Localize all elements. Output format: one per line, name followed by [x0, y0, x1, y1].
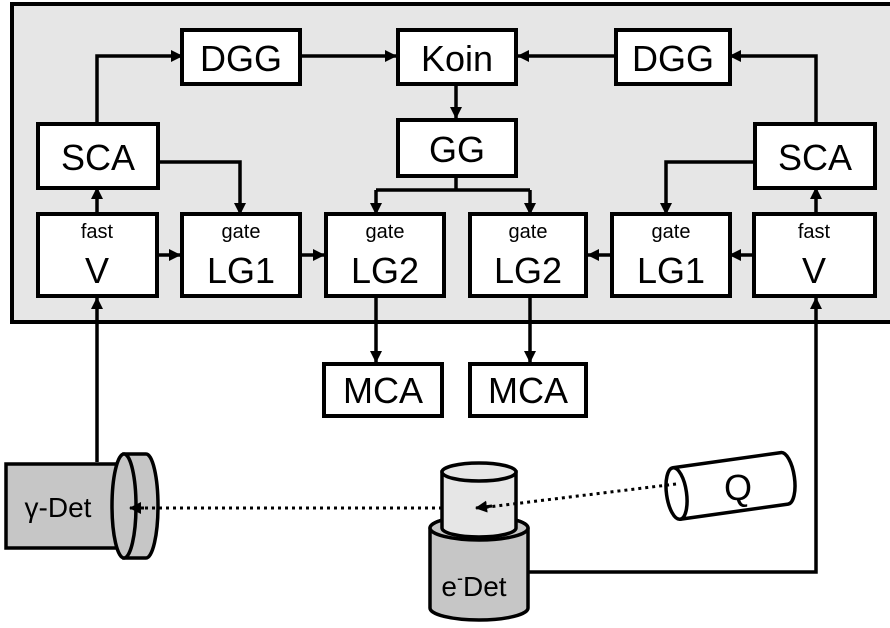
gamma-detector-window [110, 452, 138, 560]
source-cylinder [672, 450, 797, 521]
koin-box [396, 28, 518, 86]
source-label: Q [724, 467, 752, 508]
electron-detector-label: e-Det [441, 568, 506, 602]
gamma-detector-label: γ-Det [25, 492, 92, 523]
v-right-label: V [802, 250, 826, 291]
lg2-right-sublabel: gate [509, 221, 548, 243]
source-q: Q [664, 450, 797, 522]
dgg-right-label: DGG [632, 38, 714, 79]
beam-source-to-target [479, 482, 677, 510]
signal-wires [91, 50, 822, 574]
electron-detector-label-e: e [441, 571, 457, 602]
lg1-right-sublabel: gate [652, 221, 691, 243]
lg1-left-box [180, 212, 302, 298]
electron-detector-target-top [440, 461, 518, 483]
lg2-right-label: LG2 [494, 250, 562, 291]
mca-left-label: MCA [343, 370, 423, 411]
sca-right-box [753, 122, 877, 190]
v-left-label: V [85, 250, 109, 291]
v-left-box [36, 212, 159, 298]
beam-arrow-target [475, 500, 493, 513]
dgg-left-box [180, 28, 302, 86]
mca-right-box [468, 362, 588, 418]
lg2-right-box [468, 212, 588, 298]
lg1-right-box [610, 212, 732, 298]
v-right-sublabel: fast [798, 221, 831, 243]
lg2-left-box [324, 212, 446, 298]
electron-detector-label-sup: - [457, 568, 463, 588]
gg-label: GG [429, 129, 485, 170]
mca-left-box [322, 362, 444, 418]
gamma-detector: γ-Det [4, 452, 160, 560]
lg1-left-label: LG1 [207, 250, 275, 291]
dgg-left-label: DGG [200, 38, 282, 79]
gg-box [396, 118, 518, 178]
dgg-right-box [614, 28, 732, 86]
sca-right-label: SCA [778, 137, 852, 178]
gamma-detector-body [4, 462, 126, 550]
v-right-box [752, 212, 877, 298]
electron-detector-label-det: Det [463, 571, 507, 602]
lg1-left-sublabel: gate [222, 221, 261, 243]
sca-left-label: SCA [61, 137, 135, 178]
mca-right-label: MCA [488, 370, 568, 411]
sca-left-box [36, 122, 160, 190]
koin-label: Koin [421, 38, 493, 79]
electron-detector: e-Det [428, 461, 530, 622]
v-left-sublabel: fast [81, 221, 114, 243]
lg2-left-label: LG2 [351, 250, 419, 291]
lg1-right-label: LG1 [637, 250, 705, 291]
lg2-left-sublabel: gate [366, 221, 405, 243]
beam-paths [129, 482, 677, 514]
source-end [664, 465, 689, 522]
